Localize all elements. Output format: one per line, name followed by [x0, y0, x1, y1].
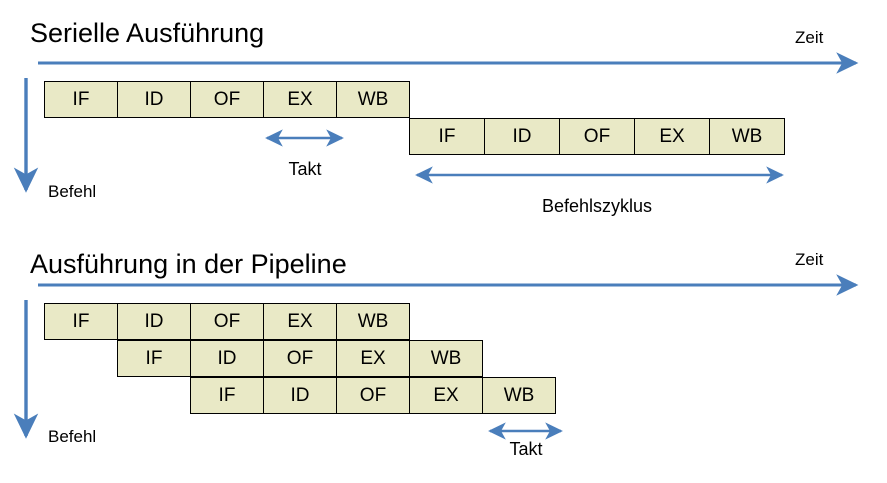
serial-i1-stage-id: ID [117, 81, 191, 118]
serial-i2-stage-ex: EX [634, 118, 710, 155]
serial-instruction-axis-label: Befehl [48, 182, 97, 201]
serial-i2-stage-if: IF [409, 118, 485, 155]
pipeline-i1-stage-of: OF [190, 303, 264, 340]
pipeline-i2-stage-if: IF [117, 340, 191, 377]
serial-i2-stage-id: ID [484, 118, 560, 155]
pipeline-i2-stage-of: OF [263, 340, 337, 377]
pipeline-i3-stage-of: OF [336, 377, 410, 414]
serial-section-title: Serielle Ausführung [30, 18, 265, 48]
pipeline-i2-stage-id: ID [190, 340, 264, 377]
pipeline-time-axis-label: Zeit [795, 250, 824, 269]
serial-i1-stage-if: IF [44, 81, 118, 118]
pipeline-i3-stage-id: ID [263, 377, 337, 414]
pipeline-clock-caption: Takt [509, 439, 543, 459]
pipeline-i1-stage-if: IF [44, 303, 118, 340]
serial-i2-stage-of: OF [559, 118, 635, 155]
pipeline-i2-stage-ex: EX [336, 340, 410, 377]
serial-i1-stage-wb: WB [336, 81, 410, 118]
pipeline-i2-stage-wb: WB [409, 340, 483, 377]
serial-clock-caption: Takt [288, 159, 322, 179]
serial-i1-stage-ex: EX [263, 81, 337, 118]
pipeline-i3-stage-wb: WB [482, 377, 556, 414]
pipeline-i1-stage-id: ID [117, 303, 191, 340]
serial-i2-stage-wb: WB [709, 118, 785, 155]
serial-cycle-caption: Befehlszyklus [541, 196, 653, 216]
pipeline-i1-stage-wb: WB [336, 303, 410, 340]
pipeline-i3-stage-if: IF [190, 377, 264, 414]
pipeline-i1-stage-ex: EX [263, 303, 337, 340]
pipeline-instruction-axis-label: Befehl [48, 427, 97, 446]
serial-time-axis-label: Zeit [795, 28, 824, 47]
serial-i1-stage-of: OF [190, 81, 264, 118]
pipeline-section-title: Ausführung in der Pipeline [30, 249, 347, 279]
pipeline-i3-stage-ex: EX [409, 377, 483, 414]
